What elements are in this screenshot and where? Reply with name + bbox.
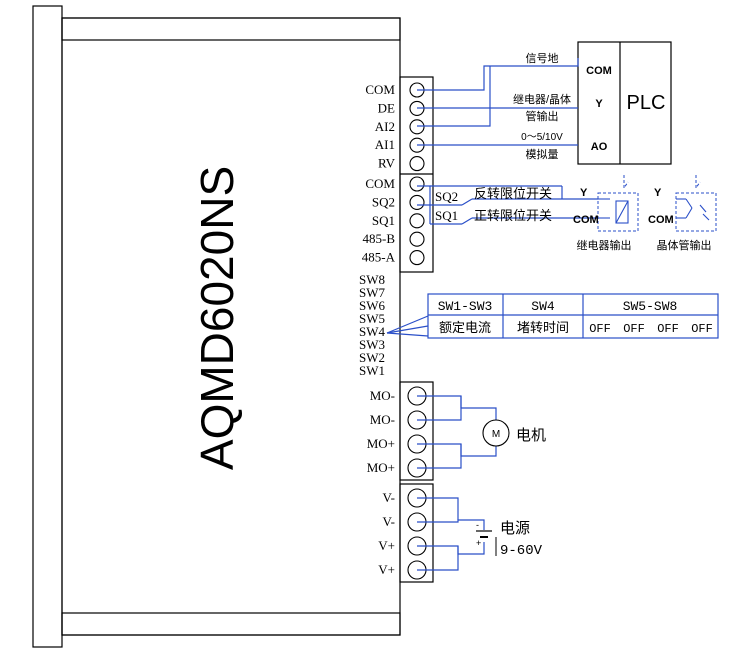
switch-label: SW2 [359, 350, 385, 365]
power-minus: - [476, 520, 479, 530]
plc-box [577, 41, 672, 165]
motor-terminal-label: MO+ [367, 460, 395, 475]
motor-label: 电机 [516, 427, 546, 444]
transistor-y: Y [654, 187, 662, 199]
output-symbols [597, 175, 717, 232]
table-header-sw5-8: SW5-SW8 [623, 299, 678, 314]
sq1-label: SQ1 [435, 208, 458, 223]
switch-label: SW3 [359, 337, 385, 352]
relay-coil-icon [598, 198, 629, 224]
sq2-label: SQ2 [435, 189, 458, 204]
power-label: 电源 [500, 520, 530, 537]
power-terminal-label: V- [382, 514, 395, 529]
motor-wires [417, 395, 497, 469]
battery-icon [476, 530, 492, 538]
switch-label: SW5 [359, 311, 385, 326]
relay-output-label-1: 继电器/晶体 [513, 92, 571, 106]
power-plus: + [476, 538, 481, 548]
motor-terminal-label: MO- [370, 388, 395, 403]
model-label: AQMD6020NS [191, 166, 243, 470]
power-wires [417, 497, 485, 571]
dip-switch-table [386, 293, 719, 339]
table-cell-rated-current: 额定电流 [439, 320, 491, 335]
switch-label: SW6 [359, 298, 386, 313]
power-range: 9-60V [500, 543, 543, 559]
transistor-output-caption: 晶体管输出 [657, 238, 712, 252]
motor-icon: M [482, 419, 510, 447]
plc-pin-y: Y [595, 98, 603, 110]
analog-label-2: 模拟量 [526, 147, 559, 161]
terminal-8 [409, 231, 425, 247]
plc-wires [417, 58, 579, 146]
table-cell-off-1: OFF [589, 322, 611, 336]
power-terminal-block [399, 483, 434, 583]
table-header-sw1-3: SW1-SW3 [438, 299, 493, 314]
switch-label: SW8 [359, 272, 385, 287]
motor-terminal-block [399, 381, 434, 481]
switch-label: SW1 [359, 363, 385, 378]
terminal-label: COM [365, 82, 395, 97]
terminal-4 [409, 156, 425, 172]
transistor-com: COM [648, 214, 674, 226]
relay-com: COM [573, 214, 599, 226]
sq1-desc: 正转限位开关 [474, 208, 552, 223]
sq2-desc: 反转限位开关 [474, 186, 552, 201]
plc-pin-com: COM [586, 65, 612, 77]
terminal-label: COM [365, 176, 395, 191]
terminal-7 [409, 213, 425, 229]
motor-terminal-label: MO+ [367, 436, 395, 451]
relay-output-caption: 继电器输出 [577, 238, 632, 252]
svg-text:M: M [492, 429, 500, 440]
terminal-label: SQ2 [372, 194, 395, 209]
relay-output-label-2: 管输出 [526, 109, 559, 123]
switch-label: SW4 [359, 324, 386, 339]
terminal-6 [409, 194, 425, 210]
table-cell-off-3: OFF [657, 322, 679, 336]
terminal-label: SQ1 [372, 213, 395, 228]
analog-label-1: 0～5/10V [521, 132, 563, 143]
limit-switch-wires [417, 185, 598, 225]
terminal-label: 485-B [363, 231, 396, 246]
signal-ground-label: 信号地 [526, 52, 559, 65]
table-cell-off-2: OFF [623, 322, 645, 336]
terminal-label: AI2 [375, 119, 395, 134]
motor-terminal-label: MO- [370, 412, 395, 427]
power-terminal-label: V+ [378, 562, 395, 577]
relay-y: Y [580, 187, 588, 199]
driver-case [32, 5, 401, 648]
switch-label: SW7 [359, 285, 386, 300]
plc-pin-ao: AO [591, 141, 608, 153]
terminal-label: DE [378, 100, 395, 115]
terminal-9 [409, 250, 425, 266]
table-cell-off-4: OFF [691, 322, 713, 336]
terminal-2 [409, 119, 425, 135]
plc-title: PLC [627, 92, 666, 114]
terminal-5 [409, 176, 425, 192]
table-cell-stall-time: 堵转时间 [517, 320, 569, 335]
table-header-sw4: SW4 [531, 299, 555, 314]
power-terminal-label: V- [382, 490, 395, 505]
power-terminal-label: V+ [378, 538, 395, 553]
terminal-label: 485-A [362, 250, 396, 265]
terminal-label: AI1 [375, 137, 395, 152]
terminal-label: RV [378, 156, 396, 171]
transistor-icon [676, 198, 710, 221]
